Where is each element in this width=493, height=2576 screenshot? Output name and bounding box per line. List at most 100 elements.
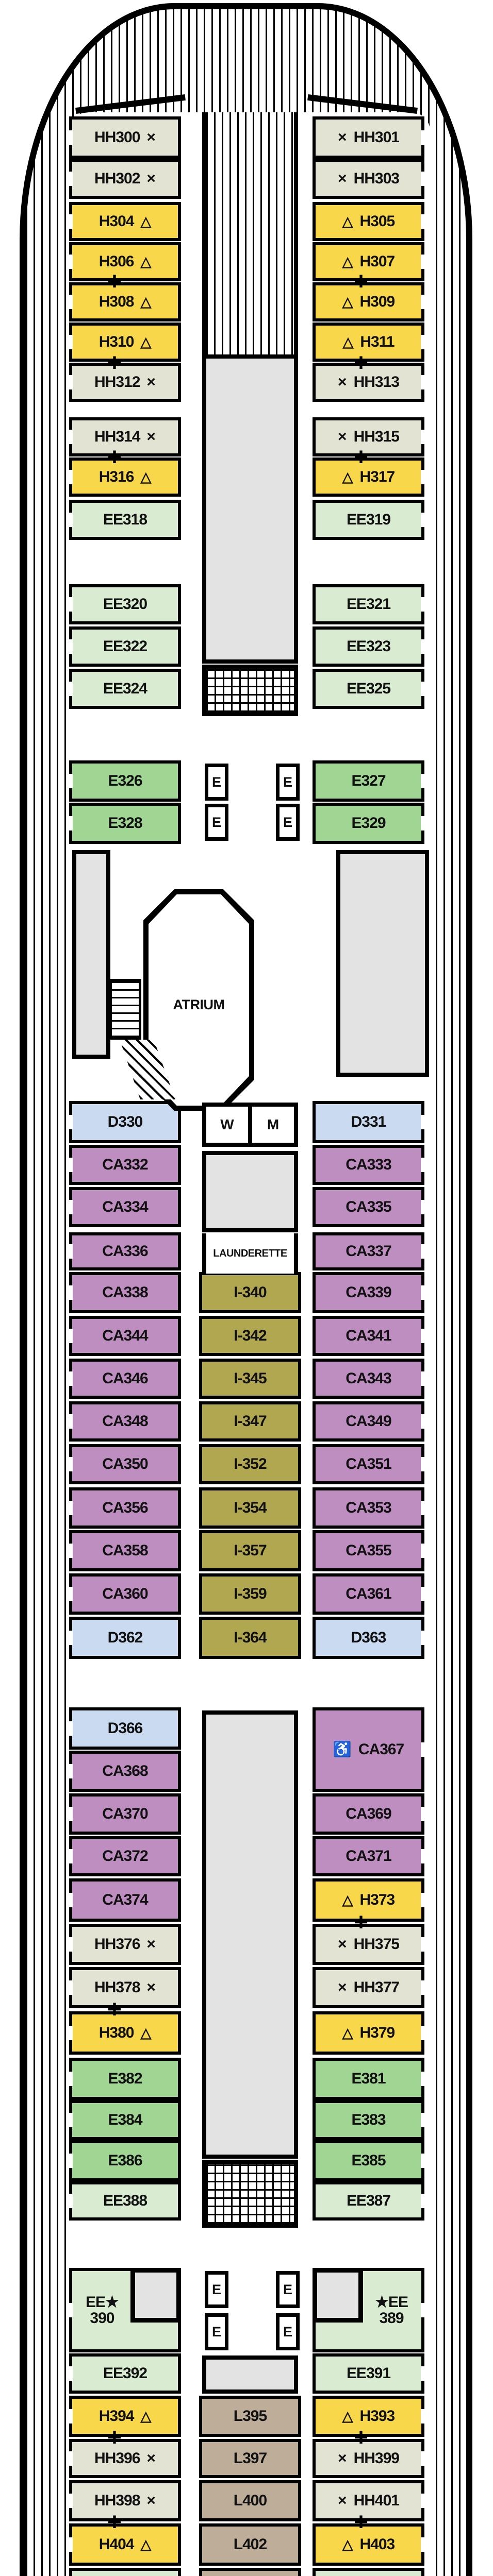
window-icon [421,375,425,389]
cabin-CA335: CA335 [313,1187,425,1227]
cabin-CA361: CA361 [313,1573,425,1615]
cabin-H393: △H393 [313,2396,425,2437]
cabin-HH314: HH314 × [69,417,181,456]
elevator: E [276,764,300,801]
window-icon [69,430,73,444]
cabin-number: CA371 [346,1848,391,1865]
cabin-number: CA370 [102,1805,148,1822]
window-icon [421,2194,425,2208]
partial-sea-view-icon: △ [342,334,354,350]
cabin-H394: H394△ [69,2396,181,2437]
cabin-H309: △H309 [313,282,425,321]
cabin-EE318: EE318 [69,500,181,540]
cabin-L400: L400 [199,2480,301,2521]
window-icon [421,1544,425,1558]
cabin-H404: H404△ [69,2523,181,2566]
cabin-HH303: ×HH303 [313,159,425,199]
cabin-E381: E381 [313,2058,425,2100]
window-icon [421,816,425,831]
window-icon [69,1807,73,1821]
cabin-H305: △H305 [313,202,425,241]
cabin-CA356: CA356 [69,1487,181,1529]
cabin-number: H373 [359,1891,396,1908]
window-icon [69,1501,73,1515]
partial-sea-view-icon: △ [140,2025,152,2041]
cabin-number: EE325 [346,680,391,697]
cabin-EE406: EE406 [69,2568,181,2576]
cabin-HH377: ×HH377 [313,1967,425,2008]
cabin-number: HH396 [94,2450,140,2467]
elevator-label: E [283,2324,292,2340]
partial-sea-view-icon: △ [140,334,152,350]
cabin-number: H380 [98,2024,135,2041]
window-icon [421,2154,425,2168]
partial-sea-view-icon: △ [140,253,152,269]
service-area [202,2355,298,2394]
cabin-CA360: CA360 [69,1573,181,1615]
cabin-D331: D331 [313,1101,425,1143]
window-icon [69,1587,73,1601]
cabin-E327: E327 [313,760,425,802]
cabin-CA333: CA333 [313,1145,425,1185]
cabin-number: CA348 [102,1413,148,1430]
obstructed-view-icon: × [146,428,156,445]
window-icon [69,597,73,612]
cabin-number: HH399 [353,2450,400,2467]
partial-sea-view-icon: △ [342,469,353,485]
cabin-H380: H380 △ [69,2011,181,2055]
cabin-HH399: ×HH399 [313,2439,425,2478]
cabin-number: CA343 [346,1370,391,1387]
window-icon [421,1893,425,1907]
window-icon [421,1849,425,1863]
cabin-number: D366 [107,1720,143,1737]
cabin-CA368: CA368 [69,1751,181,1792]
window-icon [69,1115,73,1129]
cabin-number: HH303 [353,170,400,187]
cabin-HH398: HH398× [69,2480,181,2521]
cabin-number: EE323 [346,638,391,655]
cabin-H316: H316△ [69,457,181,497]
partial-sea-view-icon: △ [140,2536,152,2552]
obstructed-view-icon: × [146,129,156,146]
window-icon [421,255,425,269]
cabin-number: H308 [98,293,135,310]
cabin-number: HH314 [94,428,140,445]
cabin-L407: L407 [199,2568,301,2576]
cabin-L395: L395 [199,2396,301,2437]
cabin-CA358: CA358 [69,1530,181,1571]
cabin-number: I-345 [234,1370,267,1387]
cabin-number: H304 [98,213,135,230]
cabin-number: D363 [351,1629,387,1646]
obstructed-view-icon: × [146,170,156,187]
window-icon [69,816,73,831]
window-icon [69,1849,73,1863]
window-icon [69,1721,73,1736]
cabin-CA343: CA343 [313,1359,425,1399]
atrium-outline [143,889,254,1111]
cabin-HH375: ×HH375 [313,1924,425,1965]
cabin-number: EE321 [346,596,391,613]
cabin-CA344: CA344 [69,1316,181,1356]
cabin-CA355: CA355 [313,1530,425,1571]
elevator: E [276,2271,300,2308]
cabin-HH315: ×HH315 [313,417,425,456]
cabin-CA350: CA350 [69,1444,181,1484]
atrium-label: ATRIUM [173,997,225,1012]
window-icon [69,1893,73,1907]
obstructed-view-icon: × [146,2492,156,2509]
cabin-number: HH376 [94,1936,140,1953]
cabin-number: H379 [359,2024,396,2041]
window-icon [69,1244,73,1259]
window-icon [421,295,425,309]
cabin-number: HH312 [94,374,140,391]
window-icon [69,1937,73,1952]
cabin-EE392: EE392 [69,2353,181,2394]
window-icon [69,335,73,349]
window-icon [421,1457,425,1471]
cabin-EE405: EE405 [313,2568,424,2576]
cabin-HH312: HH312× [69,363,181,402]
cabin-number: H310 [98,333,135,350]
cabin-HH300: HH300× [69,116,181,159]
cabin-number: EE320 [103,596,147,613]
